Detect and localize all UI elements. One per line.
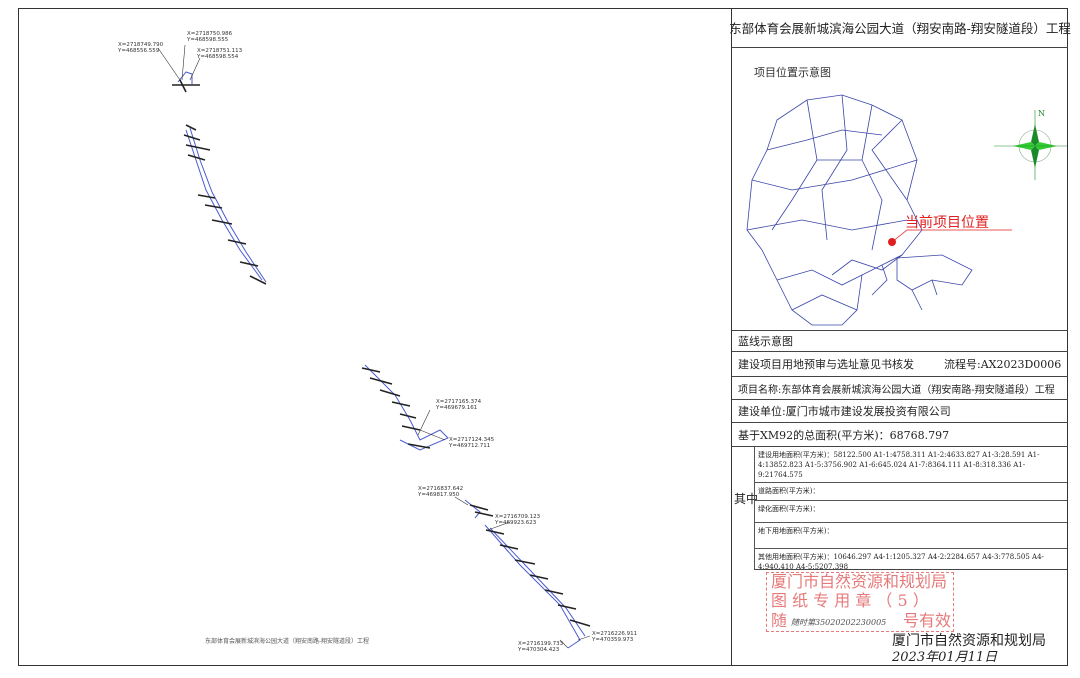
info-panel: 东部体育会展新城滨海公园大道（翔安南路-翔安隧道段）工程 项目位置示意图 当前项… [729,8,1071,666]
drawing-frame [18,8,1068,666]
flow-number: 流程号:AX2023D0006 [944,358,1062,371]
coordinate-label: X=2716709.123 Y=469923.623 [495,514,541,526]
north-arrow-icon: N [994,109,1067,180]
total-area: 基于XM92的总面积(平方米)：68768.797 [732,423,1068,447]
coordinate-label: X=2718749.790 Y=468556.559 [118,42,164,54]
construction-unit: 建设单位:厦门市城市建设发展投资有限公司 [732,400,1068,423]
project-name: 项目名称:东部体育会展新城滨海公园大道（翔安南路-翔安隧道段）工程 [732,377,1068,400]
map-label: 项目位置示意图 [754,66,831,79]
stamp-handwritten-number: 随时第35020202230005 [791,618,887,627]
green-area: 绿化面积(平方米)： [754,500,1067,522]
coordinate-label: X=2717124.345 Y=469712.711 [449,437,495,449]
stamp-authority: 厦门市自然资源和规划局 [771,572,948,591]
coordinate-label: X=2717165.374 Y=469679.161 [436,399,482,411]
drawing-footer-title: 东部体育会展新城滨海公园大道（翔安南路-翔安隧道段）工程 [205,638,370,645]
issue-date: 2023年01月11日 [892,650,998,665]
coordinate-label: X=2716226.911 Y=470359.973 [592,631,638,643]
coordinate-label: X=2718750.986 Y=468598.555 [187,31,233,43]
coordinate-label: X=2716199.733 Y=470304.423 [518,641,564,653]
stamp-suffix: 号有效 [903,611,952,630]
coordinate-label: X=2718751.113 Y=468598.554 [197,48,243,60]
coordinate-label: X=2716837.642 Y=469817.950 [418,486,464,498]
other-land-area: 其他用地面积(平方米)：10646.297 A4-1:1205.327 A4-2… [754,548,1067,571]
underground-area: 地下用地面积(平方米)： [754,522,1067,548]
issuing-authority: 厦门市自然资源和规划局 [892,633,1046,649]
stamp-prefix: 随 [771,611,788,630]
north-label: N [1038,109,1045,118]
official-stamp: 厦门市自然资源和规划局 图 纸 专 用 章 （ 5 ） 随 随时第3502020… [766,572,954,632]
stamp-title: 图 纸 专 用 章 （ 5 ） [771,591,929,610]
approval-row: 建设项目用地预审与选址意见书核发 流程号:AX2023D0006 [732,352,1068,377]
project-title: 东部体育会展新城滨海公园大道（翔安南路-翔安隧道段）工程 [729,8,1071,48]
location-map: 当前项目位置 N [746,94,1067,326]
blueline-label: 蓝线示意图 [732,330,1068,352]
road-area: 道路面积(平方米)： [754,482,1067,500]
construction-land-area: 建设用地面积(平方米)：58122.500 A1-1:4758.311 A1-2… [758,451,1040,479]
blue-line-drawing [157,44,591,649]
among-label: 其中 [734,492,759,506]
map-marker-label: 当前项目位置 [905,214,989,231]
approval-type: 建设项目用地预审与选址意见书核发 [738,358,914,371]
